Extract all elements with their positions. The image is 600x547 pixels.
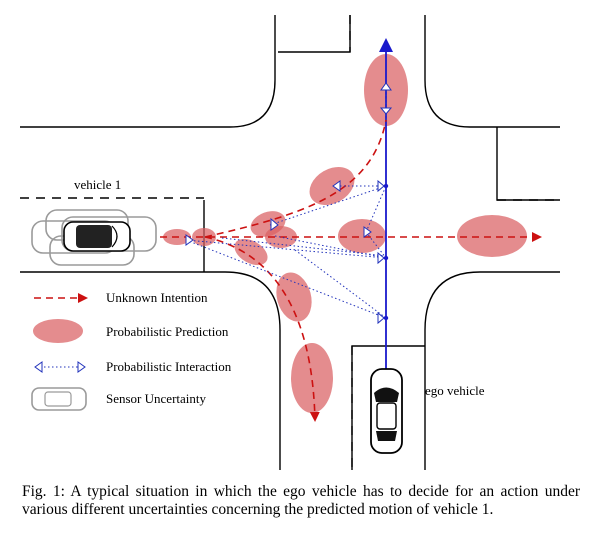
prediction-straight-near (338, 219, 386, 253)
interaction-line (185, 239, 387, 259)
interaction-marker (377, 179, 385, 193)
interaction-node (383, 255, 389, 261)
ego-vehicle-label: ego vehicle (425, 383, 485, 398)
curb-top-right (424, 15, 560, 128)
legend-interaction-marker-left (34, 361, 43, 373)
interaction-marker (379, 107, 393, 115)
interaction-marker (377, 311, 385, 325)
legend-interaction-marker-right (77, 361, 86, 373)
vehicle-1-windshield (111, 225, 118, 248)
curb-bottom-right (424, 271, 560, 470)
interaction-line (365, 231, 387, 259)
interaction-marker (380, 82, 392, 91)
figure-caption: Fig. 1: A typical situation in which the… (22, 483, 580, 518)
legend-label-unknown-intention: Unknown Intention (106, 290, 208, 305)
vehicle-1-roof (76, 225, 112, 248)
prediction-right-turn-3 (291, 343, 333, 413)
interaction-marker (270, 217, 279, 231)
interaction-line (365, 185, 387, 233)
legend-prediction-symbol (33, 319, 83, 343)
intersection-diagram (20, 15, 560, 470)
interaction-line (294, 249, 387, 319)
interaction-node (383, 315, 389, 321)
prediction-left-turn-upper (309, 167, 355, 205)
top-stop-line (278, 15, 351, 53)
prediction-straight-far (457, 215, 527, 257)
legend-label-probabilistic-interaction: Probabilistic Interaction (106, 359, 232, 374)
curb-top-left (20, 15, 276, 128)
ego-vehicle (370, 368, 403, 454)
ego-rear-window (376, 431, 397, 441)
vehicle-1 (31, 209, 157, 266)
intention-paths (160, 119, 542, 422)
interaction-lines (185, 82, 393, 325)
ego-windshield (374, 387, 399, 402)
legend-label-sensor-uncertainty: Sensor Uncertainty (106, 391, 207, 406)
prediction-right-turn-2 (276, 272, 312, 322)
interaction-line (274, 235, 387, 259)
curb-bottom-left (20, 271, 281, 470)
legend-sensor-symbol-inner (44, 391, 72, 407)
ego-roof (376, 402, 397, 430)
interaction-marker (185, 234, 194, 246)
interaction-marker (363, 226, 372, 238)
vehicle-1-label: vehicle 1 (74, 177, 122, 192)
interaction-marker (377, 251, 385, 265)
legend-sensor-symbol (31, 387, 87, 411)
road-layout (20, 15, 560, 470)
legend-graphics (31, 293, 88, 411)
legend-label-probabilistic-prediction: Probabilistic Prediction (106, 324, 229, 339)
interaction-line (269, 185, 387, 226)
right-stop-line (496, 127, 560, 201)
interaction-marker (332, 180, 341, 192)
interaction-node (383, 183, 389, 189)
